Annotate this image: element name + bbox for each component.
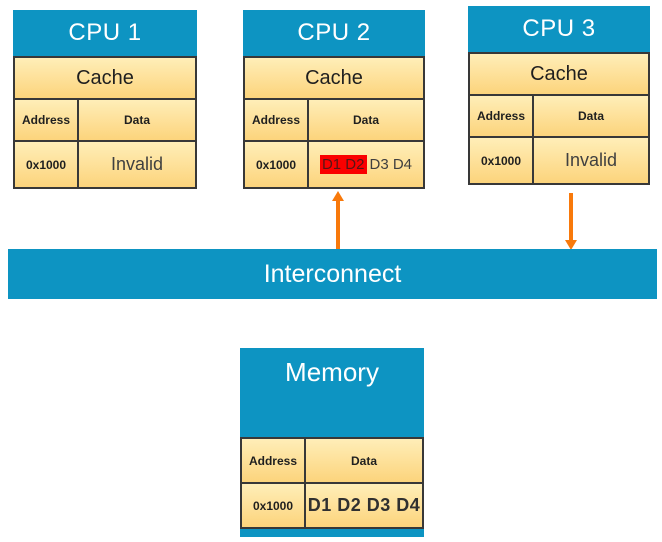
cpu1-cache-table: Cache Address Data 0x1000 Invalid xyxy=(13,56,197,189)
cpu1-cache-label: Cache xyxy=(15,58,195,100)
cpu3-data-header: Data xyxy=(534,96,648,136)
cpu2-address-header: Address xyxy=(245,100,309,140)
cpu3-interconnect-line xyxy=(569,193,573,241)
memory-table: Address Data 0x1000 D1 D2 D3 D4 xyxy=(240,437,424,529)
cpu2-table-header-row: Address Data xyxy=(245,100,423,142)
memory-box: Memory Address Data 0x1000 D1 D2 D3 D4 xyxy=(240,348,424,537)
cpu2-arrow-up-head-icon xyxy=(332,191,344,201)
cpu2-row-value-rest: D3 D4 xyxy=(369,156,413,173)
memory-title: Memory xyxy=(285,357,379,387)
cpu3-cache-row: 0x1000 Invalid xyxy=(470,138,648,183)
cpu3-cache-label: Cache xyxy=(470,54,648,96)
interconnect-bar: Interconnect xyxy=(8,249,657,299)
memory-data-header: Data xyxy=(306,439,422,482)
cpu1-row-value: Invalid xyxy=(79,142,195,187)
cpu2-title: CPU 2 xyxy=(297,19,371,46)
cpu1-cache-row: 0x1000 Invalid xyxy=(15,142,195,187)
cpu2-row-address: 0x1000 xyxy=(245,142,309,187)
cpu2-modified-data-highlight: D1 D2 xyxy=(319,155,367,174)
memory-row-value: D1 D2 D3 D4 xyxy=(306,484,422,527)
cpu1-table-header-row: Address Data xyxy=(15,100,195,142)
memory-table-header-row: Address Data xyxy=(242,439,422,484)
cpu3-row-value: Invalid xyxy=(534,138,648,183)
cpu1-title: CPU 1 xyxy=(68,19,142,46)
memory-address-header: Address xyxy=(242,439,306,482)
cpu2-cache-label: Cache xyxy=(245,58,423,100)
memory-row-address: 0x1000 xyxy=(242,484,306,527)
cpu1-row-address: 0x1000 xyxy=(15,142,79,187)
cpu3-row-address: 0x1000 xyxy=(470,138,534,183)
cpu3-address-header: Address xyxy=(470,96,534,136)
cpu1-box: CPU 1 Cache Address Data 0x1000 Invalid xyxy=(13,10,197,189)
cpu3-arrow-down-head-icon xyxy=(565,240,577,250)
cpu3-box: CPU 3 Cache Address Data 0x1000 Invalid xyxy=(468,6,650,185)
cpu3-cache-table: Cache Address Data 0x1000 Invalid xyxy=(468,52,650,185)
cpu3-table-header-row: Address Data xyxy=(470,96,648,138)
cpu3-title: CPU 3 xyxy=(522,15,596,42)
cpu1-address-header: Address xyxy=(15,100,79,140)
cpu1-data-header: Data xyxy=(79,100,195,140)
cpu2-interconnect-line xyxy=(336,200,340,249)
cpu2-data-header: Data xyxy=(309,100,423,140)
memory-data-row: 0x1000 D1 D2 D3 D4 xyxy=(242,484,422,527)
